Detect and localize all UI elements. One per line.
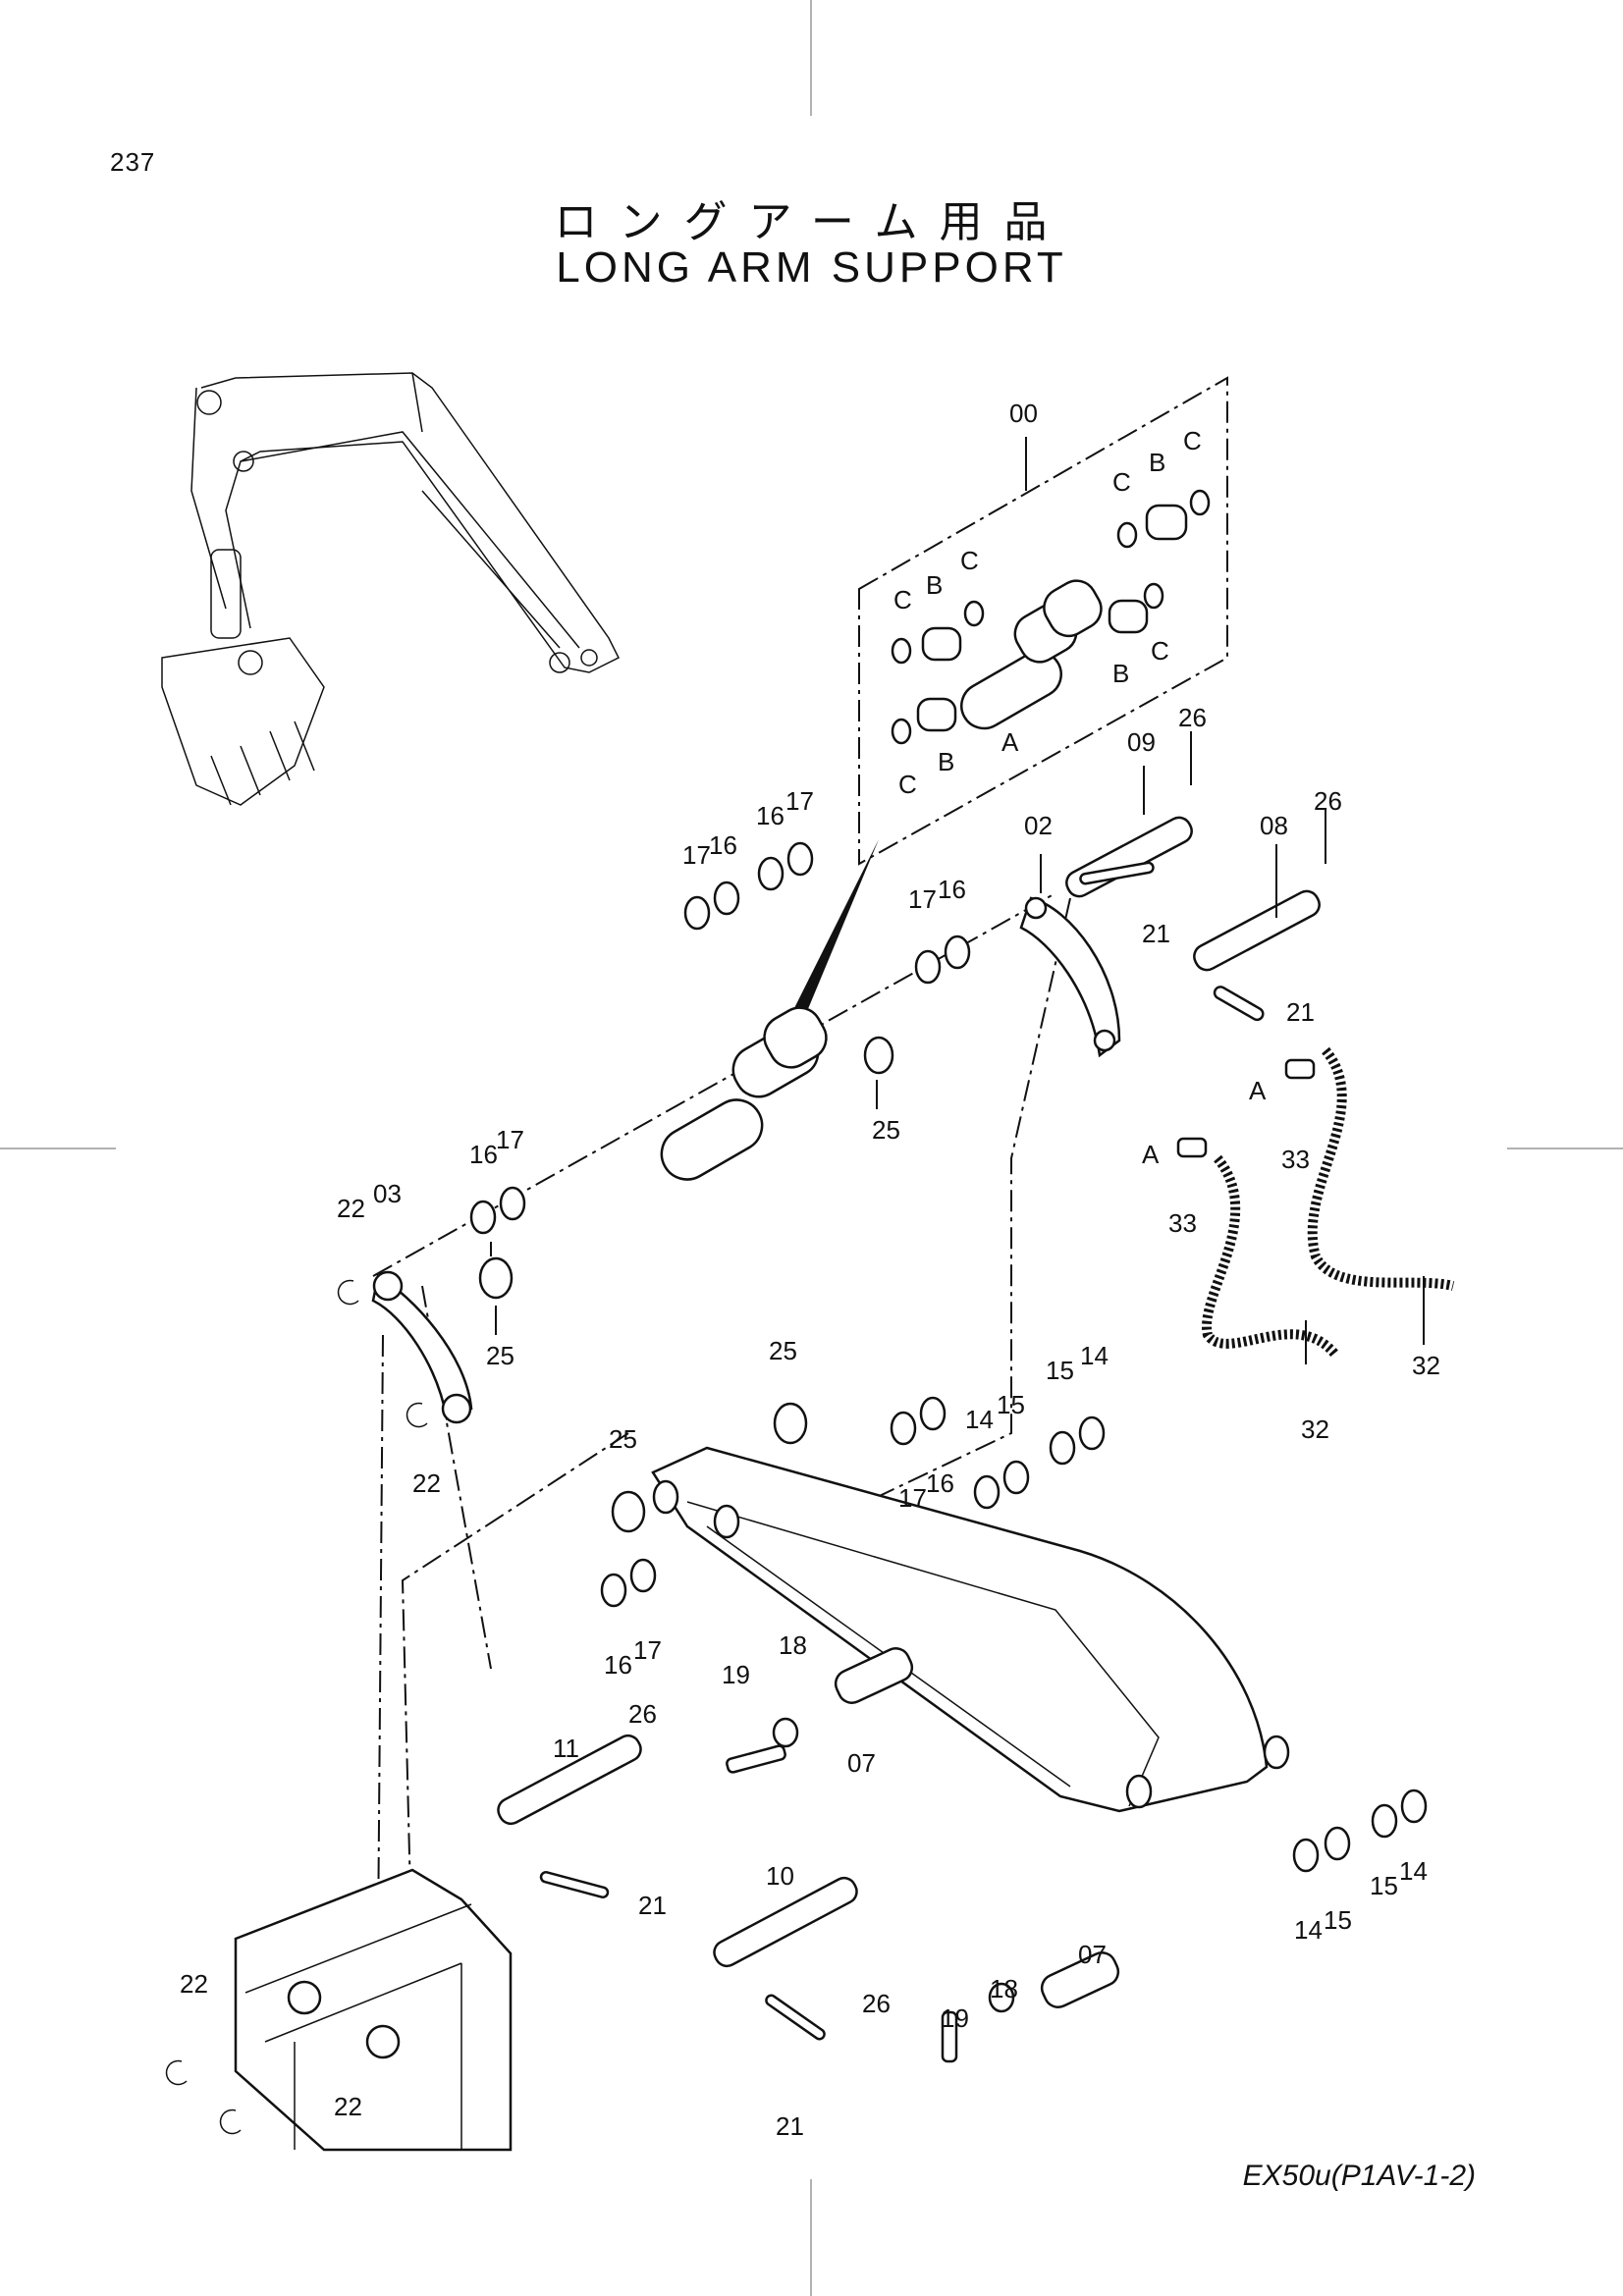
callout-14-d: 14 bbox=[1399, 1856, 1428, 1886]
callout-19-a: 19 bbox=[722, 1660, 750, 1689]
page-number: 237 bbox=[110, 147, 156, 177]
callout-15-d: 15 bbox=[1370, 1871, 1398, 1900]
callout-21-a: 21 bbox=[1142, 919, 1170, 948]
callout-33-b: 33 bbox=[1281, 1145, 1310, 1174]
callout-15-c: 15 bbox=[1324, 1905, 1352, 1935]
callout-B-1: B bbox=[926, 570, 943, 600]
callout-08: 08 bbox=[1260, 811, 1288, 840]
callout-25-c: 25 bbox=[769, 1336, 797, 1365]
callout-C-1: C bbox=[893, 585, 912, 614]
callout-21-b: 21 bbox=[1286, 997, 1315, 1027]
callout-B-3: B bbox=[1112, 659, 1129, 688]
callout-17-a: 17 bbox=[682, 840, 711, 870]
title-japanese: ロングアーム用品 bbox=[554, 197, 1069, 247]
callout-25-b: 25 bbox=[486, 1341, 514, 1370]
callout-26-a: 26 bbox=[1178, 703, 1207, 732]
callout-09: 09 bbox=[1127, 727, 1156, 757]
leader-lines bbox=[490, 437, 1425, 1364]
callout-A-left: A bbox=[1142, 1140, 1160, 1169]
callout-26-d: 26 bbox=[862, 1989, 891, 2018]
callout-15-b: 15 bbox=[1046, 1356, 1074, 1385]
callout-16-a: 16 bbox=[709, 830, 737, 860]
callout-17-c: 17 bbox=[908, 884, 937, 914]
callout-17-d: 17 bbox=[496, 1125, 524, 1154]
subassembly-pointer bbox=[785, 839, 879, 1026]
callout-32-b: 32 bbox=[1412, 1351, 1440, 1380]
callout-14-a: 14 bbox=[965, 1405, 994, 1434]
callout-22-c: 22 bbox=[180, 1969, 208, 1999]
bucket-bracket bbox=[165, 1868, 513, 2152]
callout-07-upper: 07 bbox=[847, 1748, 876, 1778]
callout-26-c: 26 bbox=[628, 1699, 657, 1729]
callout-16-f: 16 bbox=[604, 1650, 632, 1680]
callout-C-5: C bbox=[1151, 636, 1169, 666]
pin-08 bbox=[1193, 889, 1321, 972]
title-english: LONG ARM SUPPORT bbox=[556, 243, 1067, 292]
link-assembly bbox=[469, 841, 971, 1300]
model-code: EX50u(P1AV-1-2) bbox=[1242, 2160, 1476, 2192]
pin-10 bbox=[713, 1876, 858, 1968]
callout-07-lower: 07 bbox=[1078, 1940, 1107, 1969]
callout-00: 00 bbox=[1009, 399, 1038, 428]
callout-03: 03 bbox=[373, 1179, 402, 1208]
callout-14-b: 14 bbox=[1080, 1341, 1109, 1370]
callout-33-a: 33 bbox=[1168, 1208, 1197, 1238]
callout-17-e: 17 bbox=[898, 1483, 927, 1513]
callout-C-2: C bbox=[960, 546, 979, 575]
arm-body bbox=[651, 1446, 1290, 1813]
excavator-overview-illustration bbox=[161, 372, 621, 806]
callout-32-a: 32 bbox=[1301, 1415, 1329, 1444]
bracket-07-upper bbox=[834, 1647, 914, 1704]
callout-22-b: 22 bbox=[412, 1468, 441, 1498]
pin-11 bbox=[497, 1734, 642, 1826]
callout-10: 10 bbox=[766, 1861, 794, 1891]
callout-15-a: 15 bbox=[997, 1390, 1025, 1419]
callout-25-a: 25 bbox=[872, 1115, 900, 1145]
callout-B-2: B bbox=[1149, 448, 1165, 477]
callout-C-6: C bbox=[898, 770, 917, 799]
callout-A-right: A bbox=[1249, 1076, 1267, 1105]
callout-25-d: 25 bbox=[609, 1424, 637, 1454]
callout-C-4: C bbox=[1183, 426, 1202, 455]
callout-16-b: 16 bbox=[756, 801, 784, 830]
callout-16-d: 16 bbox=[469, 1140, 498, 1169]
bracket-07-lower bbox=[1040, 1951, 1120, 2008]
callout-A-sub: A bbox=[1001, 727, 1019, 757]
callout-22-a: 22 bbox=[337, 1194, 365, 1223]
callout-C-3: C bbox=[1112, 467, 1131, 497]
hose-32-right bbox=[1307, 1046, 1455, 1291]
subassembly-parts bbox=[891, 489, 1211, 745]
callout-labels: 00 02 03 07 07 08 09 10 11 14 14 14 14 1… bbox=[180, 399, 1440, 2141]
callout-16-e: 16 bbox=[926, 1468, 954, 1498]
callout-26-b: 26 bbox=[1314, 786, 1342, 816]
pin-09 bbox=[1065, 816, 1193, 898]
callout-18-b: 18 bbox=[990, 1974, 1018, 2003]
callout-16-c: 16 bbox=[938, 875, 966, 904]
callout-11: 11 bbox=[553, 1734, 579, 1763]
callout-19-b: 19 bbox=[941, 2003, 969, 2033]
callout-14-c: 14 bbox=[1294, 1915, 1323, 1945]
callout-B-4: B bbox=[938, 747, 954, 776]
callout-21-d: 21 bbox=[776, 2111, 804, 2141]
washer-stack-right bbox=[600, 1396, 1428, 1873]
callout-22-d: 22 bbox=[334, 2092, 362, 2121]
callout-21-c: 21 bbox=[638, 1891, 667, 1920]
callout-02: 02 bbox=[1024, 811, 1053, 840]
callout-17-f: 17 bbox=[633, 1635, 662, 1665]
callout-17-b: 17 bbox=[785, 786, 814, 816]
callout-18-a: 18 bbox=[779, 1630, 807, 1660]
hose-32-left bbox=[1202, 1154, 1339, 1359]
